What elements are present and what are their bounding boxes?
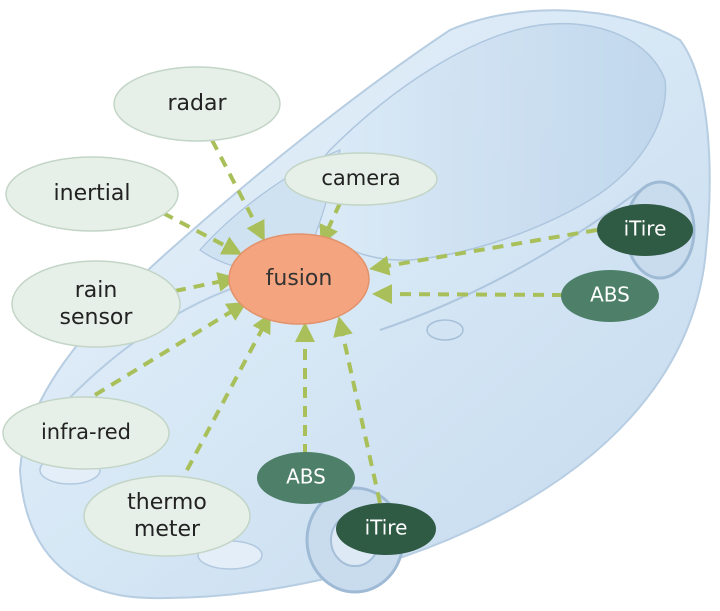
sensor-label-abs-right: ABS (590, 283, 630, 307)
sensor-label-inertial: inertial (54, 181, 131, 206)
car-side-line (379, 189, 641, 331)
sensor-ellipse (83, 475, 251, 557)
sensor-ellipse (257, 452, 355, 504)
fusion-ellipse (228, 233, 370, 325)
sensor-node-radar: radar (113, 66, 281, 142)
sensor-node-itire-right: iTire (597, 204, 693, 256)
fusion-node: fusion (228, 233, 370, 325)
sensor-ellipse (113, 66, 281, 142)
arrow-camera (319, 202, 342, 246)
sensor-ellipse (2, 396, 170, 470)
sensor-ellipse (336, 503, 436, 555)
sensor-label-infra-red: infra-red (41, 420, 131, 444)
sensor-node-camera: camera (284, 152, 438, 206)
arrow-inertial (162, 211, 243, 255)
sensor-label-sensor: sensor (60, 305, 134, 330)
sensor-ellipse (561, 270, 659, 322)
arrow-itire-bottom (333, 316, 382, 504)
sensor-label-itire-bottom: iTire (365, 516, 408, 540)
sensor-ellipse (5, 156, 179, 232)
sensor-label-radar: radar (167, 91, 227, 116)
sensor-label-meter: meter (134, 517, 201, 542)
arrow-thermometer (176, 312, 271, 488)
connectors (93, 139, 598, 504)
sensor-node-thermometer: thermo meter (83, 475, 251, 557)
arrow-infra-red (93, 301, 248, 397)
sensor-ellipse (284, 152, 438, 206)
sensor-label-thermo: thermo (127, 490, 207, 515)
arrow-abs-right (372, 284, 564, 305)
sensor-ellipse (11, 260, 181, 348)
sensor-nodes: radar camera inertial rain sensor infra-… (2, 66, 693, 557)
sensor-ellipse (597, 204, 693, 256)
side-mirror (426, 319, 464, 341)
fusion-label: fusion (266, 266, 333, 291)
sensor-label-abs-bottom: ABS (286, 465, 326, 489)
sensor-label-camera: camera (321, 166, 400, 190)
sensor-node-infra-red: infra-red (2, 396, 170, 470)
sensor-node-abs-bottom: ABS (257, 452, 355, 504)
sensor-node-rain-sensor: rain sensor (11, 260, 181, 348)
arrow-rain-sensor (174, 272, 238, 293)
sensor-label-rain: rain (75, 278, 118, 303)
sensor-node-itire-bottom: iTire (336, 503, 436, 555)
sensor-node-inertial: inertial (5, 156, 179, 232)
sensor-label-itire-right: iTire (624, 217, 667, 241)
sensor-node-abs-right: ABS (561, 270, 659, 322)
